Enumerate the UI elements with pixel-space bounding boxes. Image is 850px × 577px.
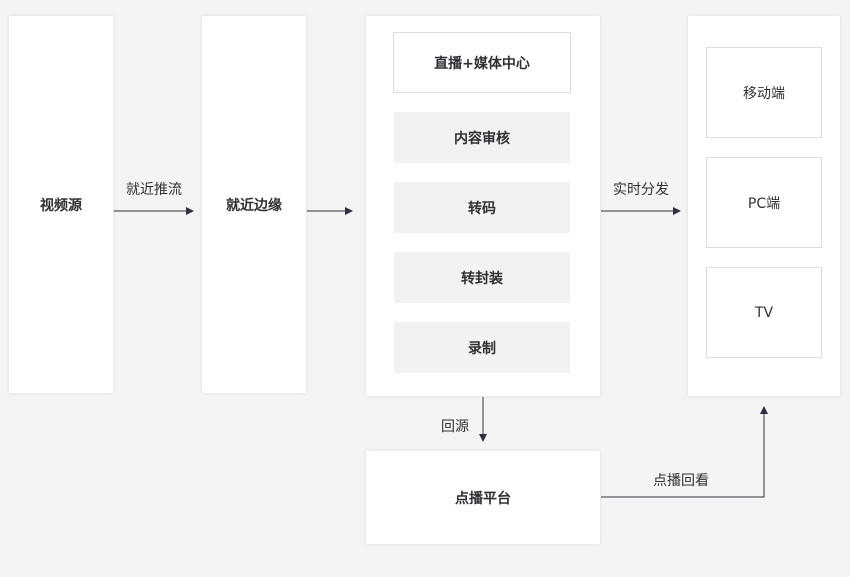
device-mobile-label: 移动端	[743, 85, 785, 102]
edge-label-back-to-origin: 回源	[441, 419, 469, 435]
module-transcode-label: 转码	[468, 200, 496, 217]
devices-box: 移动端 PC端 TV	[688, 16, 840, 396]
module-remux: 转封装	[394, 252, 570, 303]
video-source-label: 视频源	[40, 197, 82, 214]
edge-label: 就近边缘	[226, 197, 282, 214]
device-pc: PC端	[706, 157, 822, 248]
edge-label-distribute: 实时分发	[613, 182, 669, 198]
device-pc-label: PC端	[747, 195, 781, 212]
vod-platform-label: 点播平台	[455, 490, 511, 507]
live-center-box: 直播+媒体中心 内容审核 转码 转封装 录制	[366, 16, 600, 396]
vod-platform-box: 点播平台	[366, 451, 600, 544]
module-recording-label: 录制	[468, 340, 496, 357]
module-content-review: 内容审核	[394, 112, 570, 163]
edge-label-vod-replay: 点播回看	[653, 473, 709, 489]
device-tv-label: TV	[754, 304, 774, 321]
edge-label-push: 就近推流	[126, 182, 182, 198]
live-center-title-label: 直播+媒体中心	[434, 55, 530, 72]
live-center-title: 直播+媒体中心	[393, 32, 571, 93]
video-source-box: 视频源	[9, 16, 113, 393]
edge-box: 就近边缘	[202, 16, 306, 393]
device-tv: TV	[706, 267, 822, 358]
module-remux-label: 转封装	[461, 270, 503, 287]
module-content-review-label: 内容审核	[454, 130, 510, 147]
device-mobile: 移动端	[706, 47, 822, 138]
module-recording: 录制	[394, 322, 570, 373]
module-transcode: 转码	[394, 182, 570, 233]
